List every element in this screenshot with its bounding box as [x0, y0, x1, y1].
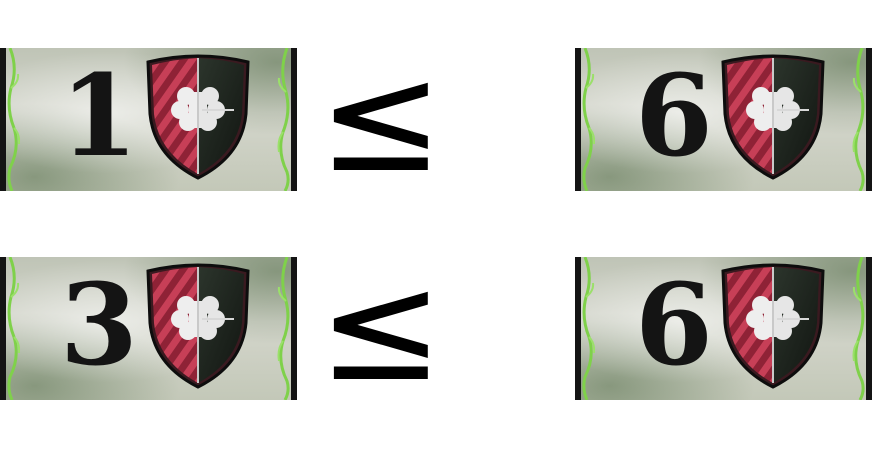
vine-decoration-icon [6, 257, 20, 400]
vine-decoration-icon [581, 48, 595, 191]
card-row2-left[interactable]: 3 [0, 257, 297, 400]
vine-decoration-icon [6, 48, 20, 191]
less-than-or-equal-symbol: ≤ [318, 32, 444, 206]
card-row2-right[interactable]: 6 [575, 257, 872, 400]
vine-decoration-icon [852, 48, 866, 191]
card-row1-left[interactable]: 1 [0, 48, 297, 191]
clover-shield-icon [717, 261, 829, 391]
vine-decoration-icon [852, 257, 866, 400]
vine-decoration-icon [277, 257, 291, 400]
clover-shield-icon [717, 52, 829, 182]
card-row1-right[interactable]: 6 [575, 48, 872, 191]
card-value: 1 [60, 51, 138, 182]
less-than-or-equal-symbol: ≤ [318, 241, 444, 415]
card-value: 6 [635, 260, 713, 391]
clover-shield-icon [142, 261, 254, 391]
vine-decoration-icon [581, 257, 595, 400]
card-value: 6 [635, 51, 713, 182]
clover-shield-icon [142, 52, 254, 182]
card-value: 3 [60, 260, 138, 391]
vine-decoration-icon [277, 48, 291, 191]
